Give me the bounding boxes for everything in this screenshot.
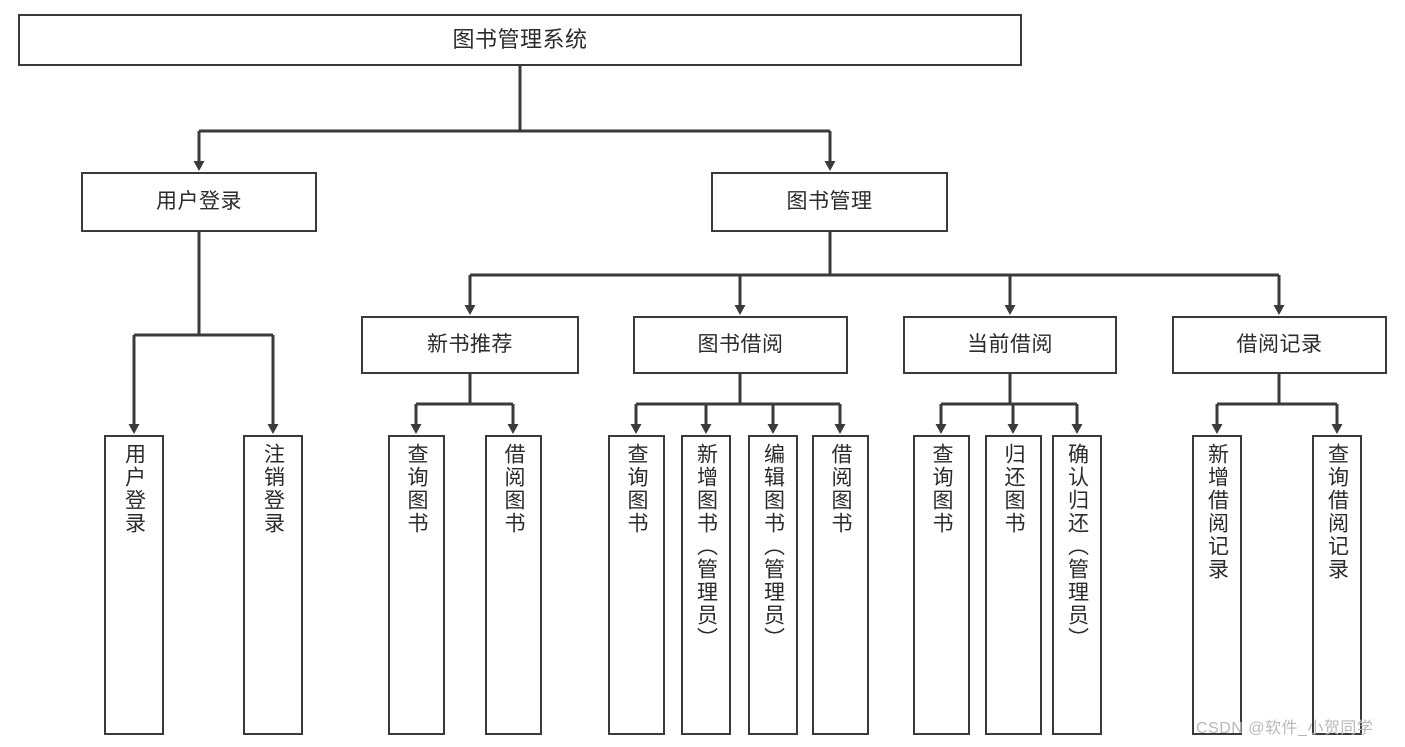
node-label: 借阅图书	[829, 443, 852, 535]
node-label: 确认归还（管理员）	[1065, 443, 1089, 650]
node-label: 新增图书（管理员）	[694, 443, 718, 650]
node-current-borrowing[interactable]: 当前借阅	[903, 316, 1117, 374]
node-label: 图书借阅	[697, 333, 784, 357]
node-book-borrowing[interactable]: 图书借阅	[633, 316, 848, 374]
node-user-login[interactable]: 用户登录	[81, 172, 317, 232]
leaf-current-return-book[interactable]: 归还图书	[985, 435, 1042, 735]
node-label: 归还图书	[1002, 443, 1025, 535]
node-label: 查询图书	[930, 443, 953, 535]
node-label: 用户登录	[122, 443, 146, 535]
node-label: 用户登录	[156, 190, 242, 214]
leaf-new-borrow-book[interactable]: 借阅图书	[485, 435, 542, 735]
node-root-system[interactable]: 图书管理系统	[18, 14, 1022, 66]
leaf-borrow-borrow-book[interactable]: 借阅图书	[812, 435, 869, 735]
node-book-management[interactable]: 图书管理	[711, 172, 948, 232]
node-label: 新书推荐	[427, 333, 513, 357]
leaf-current-confirm-return-admin[interactable]: 确认归还（管理员）	[1052, 435, 1102, 735]
leaf-user-login[interactable]: 用户登录	[104, 435, 164, 735]
node-label: 借阅图书	[502, 443, 525, 535]
node-label: 查询图书	[625, 443, 648, 535]
node-borrowing-records[interactable]: 借阅记录	[1172, 316, 1387, 374]
leaf-borrow-query-book[interactable]: 查询图书	[608, 435, 665, 735]
node-label: 查询图书	[405, 443, 428, 535]
node-label: 新增借阅记录	[1205, 443, 1229, 581]
node-label: 图书管理	[786, 190, 873, 214]
leaf-new-query-book[interactable]: 查询图书	[388, 435, 445, 735]
node-label: 编辑图书（管理员）	[761, 443, 785, 650]
node-new-book-recommendation[interactable]: 新书推荐	[361, 316, 579, 374]
leaf-borrow-edit-book-admin[interactable]: 编辑图书（管理员）	[748, 435, 798, 735]
leaf-current-query-book[interactable]: 查询图书	[913, 435, 970, 735]
leaf-user-logout[interactable]: 注销登录	[243, 435, 303, 735]
leaf-record-add[interactable]: 新增借阅记录	[1192, 435, 1242, 735]
node-label: 当前借阅	[967, 333, 1053, 357]
node-label: 图书管理系统	[452, 26, 588, 52]
leaf-record-query[interactable]: 查询借阅记录	[1312, 435, 1362, 735]
leaf-borrow-add-book-admin[interactable]: 新增图书（管理员）	[681, 435, 731, 735]
csdn-watermark: CSDN @软件_小贺同学	[1196, 720, 1374, 737]
node-label: 查询借阅记录	[1325, 443, 1349, 581]
node-label: 借阅记录	[1236, 333, 1323, 357]
node-label: 注销登录	[261, 443, 285, 535]
